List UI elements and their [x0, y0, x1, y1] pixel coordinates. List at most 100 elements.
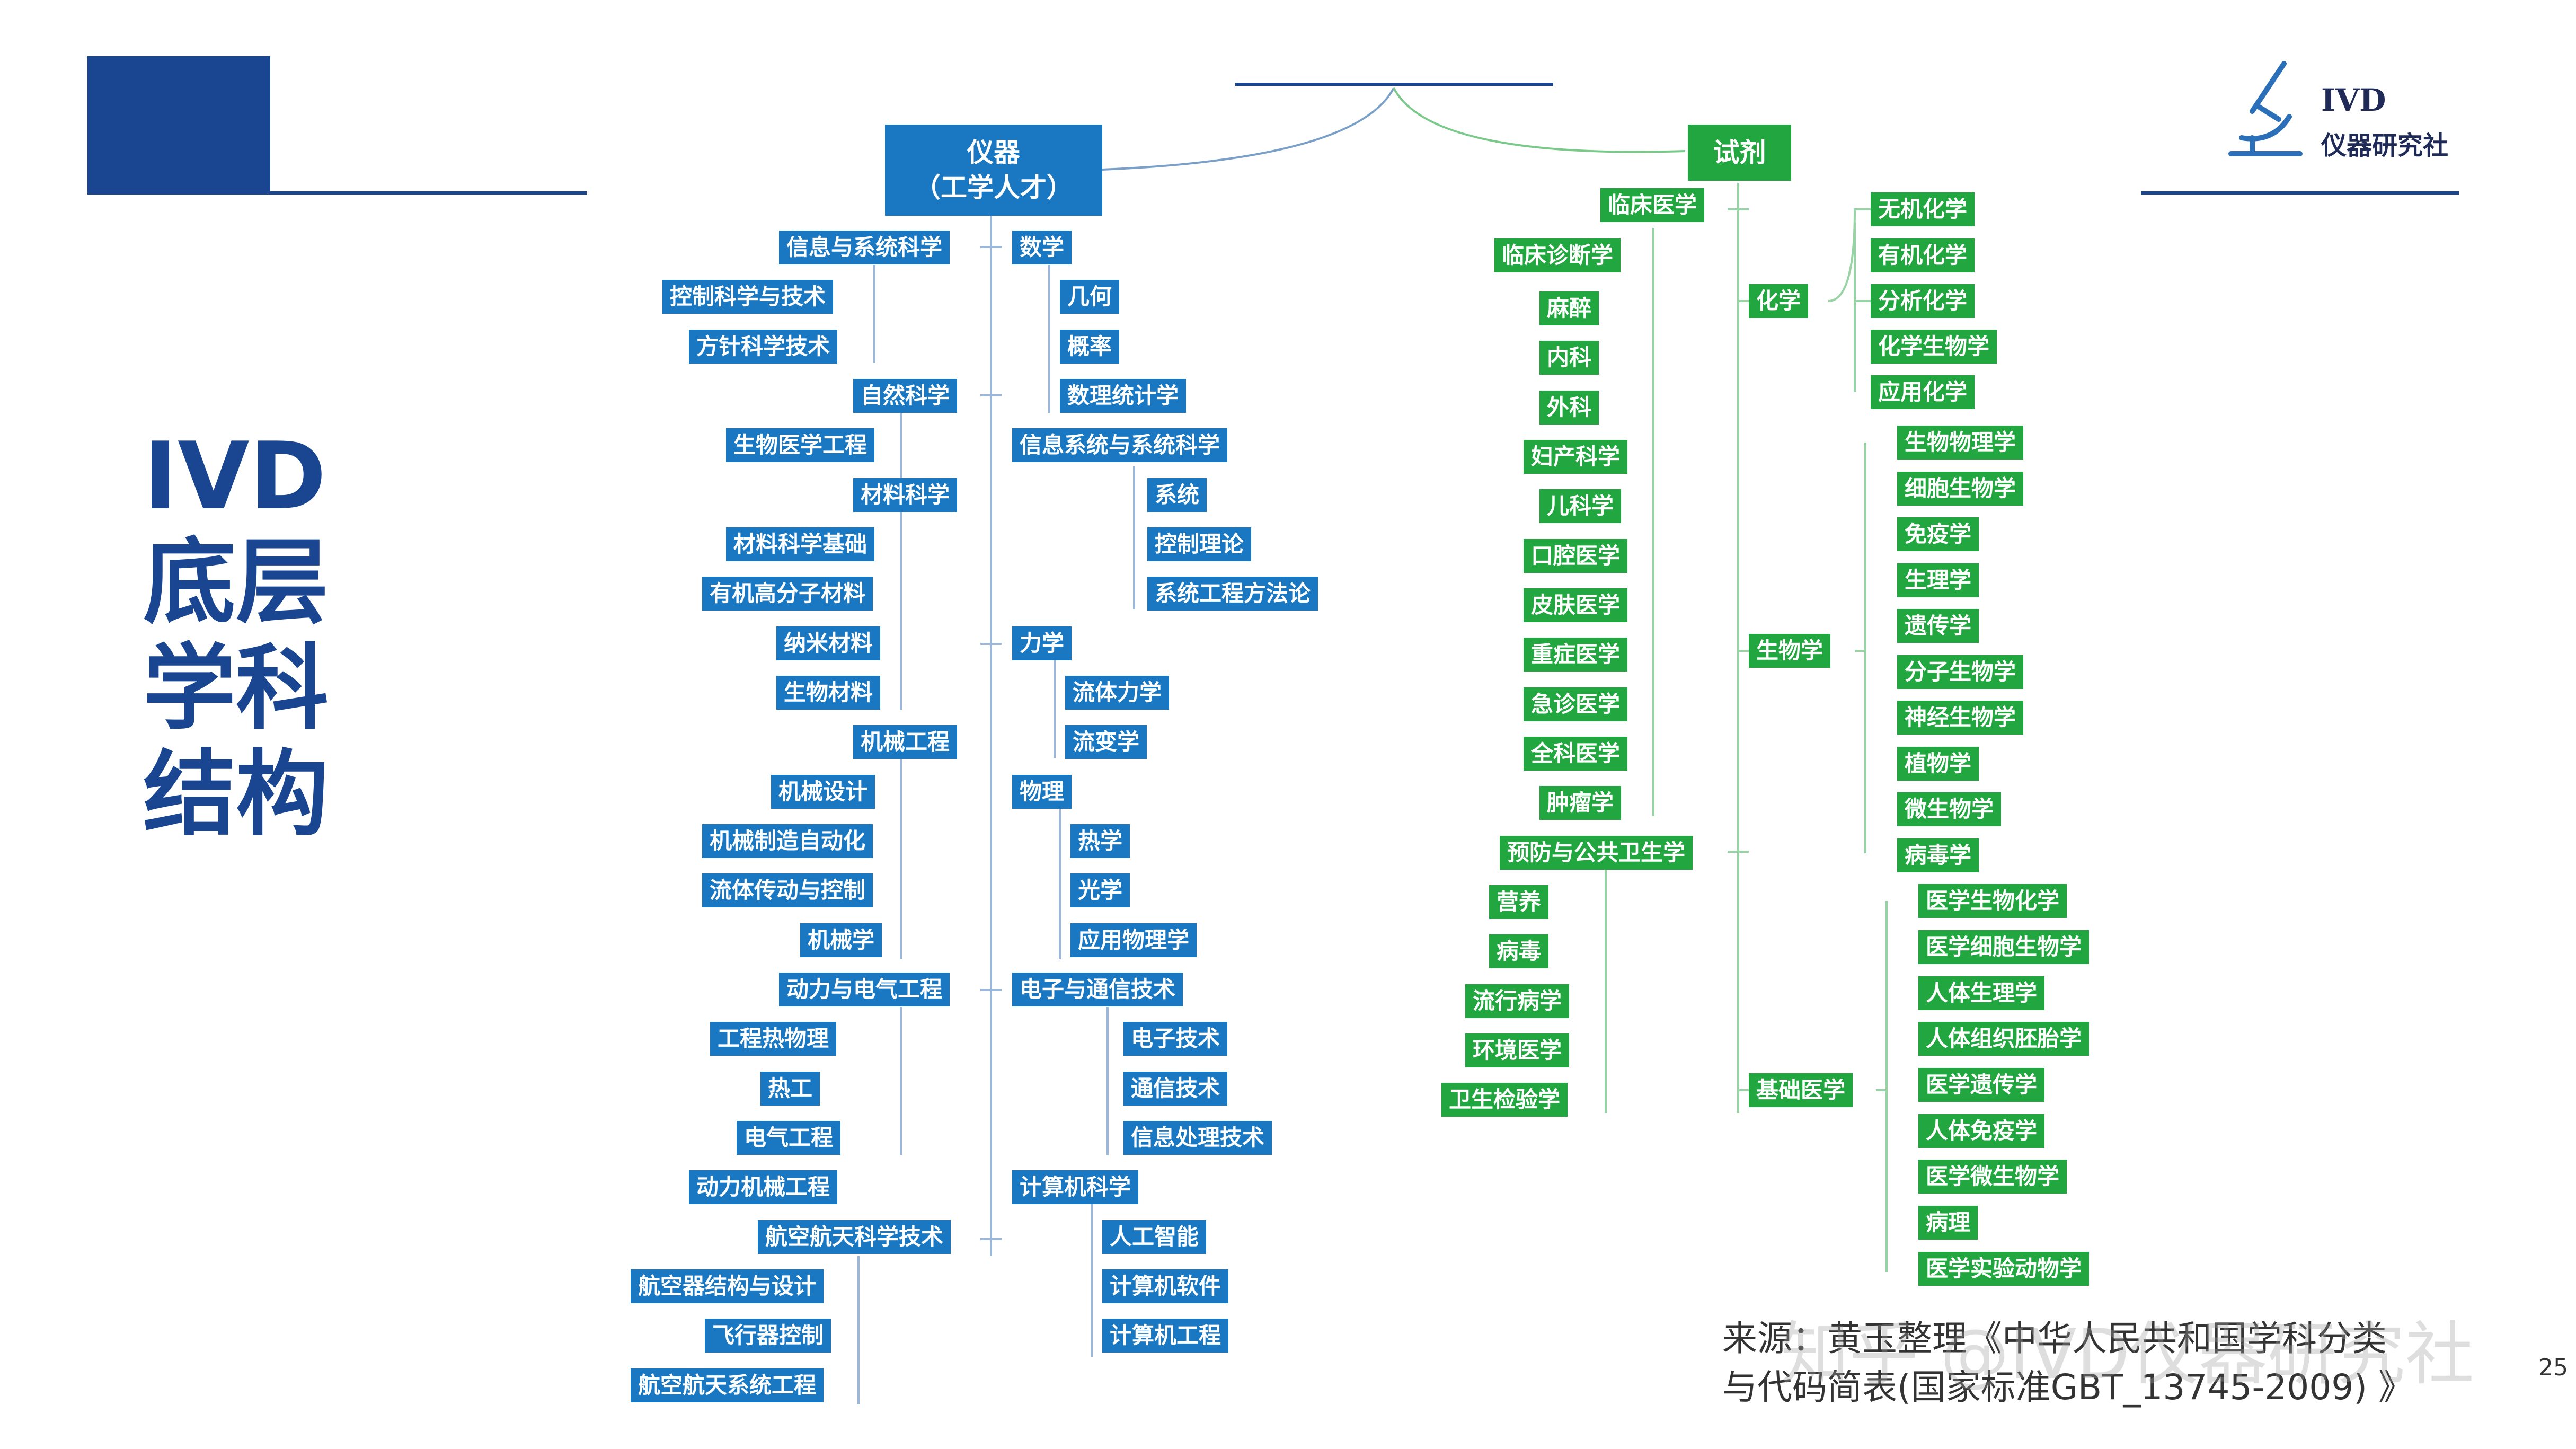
side-title-line: 结构: [143, 741, 329, 849]
tree-node: 人工智能: [1102, 1220, 1207, 1254]
tree-node: 机械设计: [771, 775, 875, 809]
tree-node: 几何: [1060, 280, 1120, 314]
tree-node: 病毒学: [1897, 838, 1979, 872]
tree-node: 方针科学技术: [689, 330, 838, 364]
tree-node: 材料科学: [853, 478, 958, 512]
tree-node: 电子与通信技术: [1012, 973, 1183, 1006]
tree-node: 力学: [1012, 626, 1072, 660]
tree-node: 医学生物化学: [1918, 884, 2067, 918]
tree-node: 计算机软件: [1102, 1269, 1229, 1303]
tree-node: 热学: [1070, 824, 1130, 858]
tree-node: 皮肤医学: [1524, 588, 1628, 622]
tree-node: 动力与电气工程: [779, 973, 950, 1006]
tree-node: 人体免疫学: [1918, 1114, 2045, 1148]
tree-node: 概率: [1060, 330, 1120, 364]
logo-text: 仪器研究社: [2321, 131, 2449, 161]
tree-node: 重症医学: [1524, 638, 1628, 672]
microscope-logo-icon: [2228, 61, 2303, 156]
tree-node: 计算机工程: [1102, 1319, 1229, 1353]
source-note-line: 与代码简表(国家标准GBT_13745-2009) 》: [1722, 1367, 2413, 1408]
tree-node: 流体力学: [1065, 676, 1170, 710]
tree-node: 控制科学与技术: [662, 280, 834, 314]
tree-node: 儿科学: [1539, 489, 1622, 523]
root-node-label: 仪器: [967, 137, 1020, 168]
tree-node: 人体生理学: [1918, 976, 2045, 1010]
tree-node: 工程热物理: [710, 1022, 837, 1056]
divider-line: [1235, 83, 1553, 86]
tree-node: 生物材料: [776, 676, 881, 710]
tree-node: 口腔医学: [1524, 539, 1628, 573]
tree-node: 应用化学: [1871, 375, 1975, 409]
page-number: 25: [2538, 1354, 2568, 1381]
divider-line: [2141, 191, 2459, 195]
tree-node: 医学细胞生物学: [1918, 930, 2090, 964]
tree-node: 细胞生物学: [1897, 472, 2024, 506]
tree-node: 航空器结构与设计: [631, 1269, 824, 1303]
tree-node: 控制理论: [1147, 527, 1252, 561]
tree-node: 临床医学: [1600, 188, 1705, 222]
side-title-line: 底层: [143, 529, 329, 637]
tree-node: 电子技术: [1123, 1022, 1228, 1056]
tree-node: 全科医学: [1524, 737, 1628, 771]
tree-node: 内科: [1539, 341, 1599, 375]
tree-node: 营养: [1489, 885, 1549, 919]
tree-node: 动力机械工程: [689, 1170, 838, 1204]
tree-node: 植物学: [1897, 747, 1979, 781]
tree-node: 有机高分子材料: [702, 577, 873, 611]
tree-node: 光学: [1070, 873, 1130, 907]
tree-node: 机械工程: [853, 725, 958, 759]
tree-node: 环境医学: [1465, 1033, 1570, 1067]
tree-node: 机械制造自动化: [702, 824, 873, 858]
tree-node: 遗传学: [1897, 609, 1979, 643]
tree-node: 化学生物学: [1871, 330, 1997, 364]
source-note-line: 来源：黄玉整理《中华人民共和国学科分类: [1722, 1318, 2387, 1359]
tree-node: 无机化学: [1871, 192, 1975, 226]
tree-node: 分子生物学: [1897, 655, 2024, 689]
logo-text: IVD: [2321, 82, 2386, 118]
tree-node: 流体传动与控制: [702, 873, 873, 907]
tree-node: 信息处理技术: [1123, 1121, 1272, 1155]
tree-node: 人体组织胚胎学: [1918, 1022, 2090, 1056]
tree-node: 应用物理学: [1070, 923, 1197, 957]
tree-node: 病理: [1918, 1206, 1978, 1240]
tree-node: 分析化学: [1871, 284, 1975, 318]
tree-node: 信息与系统科学: [779, 231, 950, 264]
tree-node: 麻醉: [1539, 291, 1599, 325]
tree-node: 医学实验动物学: [1918, 1252, 2090, 1286]
tree-node: 航空航天科学技术: [758, 1220, 951, 1254]
tree-node: 流行病学: [1465, 984, 1570, 1018]
tree-node: 生物物理学: [1897, 426, 2024, 460]
tree-node: 妇产科学: [1524, 440, 1628, 474]
side-title-line: IVD: [143, 423, 326, 531]
tree-node: 医学微生物学: [1918, 1160, 2067, 1194]
tree-node: 物理: [1012, 775, 1072, 809]
side-title: IVD 底层 学科 结构: [143, 424, 366, 848]
tree-node: 自然科学: [853, 379, 958, 413]
tree-node: 计算机科学: [1012, 1170, 1139, 1204]
tree-node: 免疫学: [1897, 517, 1979, 551]
tree-node: 临床诊断学: [1494, 238, 1621, 272]
tree-node: 系统工程方法论: [1147, 577, 1318, 611]
tree-node: 病毒: [1489, 934, 1549, 968]
tree-node: 热工: [760, 1072, 820, 1106]
tree-node: 机械学: [800, 923, 882, 957]
accent-square: [87, 56, 270, 193]
tree-node: 飞行器控制: [705, 1319, 831, 1353]
tree-node: 预防与公共卫生学: [1500, 836, 1693, 870]
tree-node: 外科: [1539, 391, 1599, 425]
tree-node: 生物学: [1749, 634, 1831, 668]
tree-node: 数学: [1012, 231, 1072, 264]
tree-node: 流变学: [1065, 725, 1147, 759]
tree-node: 通信技术: [1123, 1072, 1228, 1106]
tree-node: 纳米材料: [776, 626, 881, 660]
watermark: 知乎 @IVD仪器研究社: [1781, 1314, 2474, 1394]
tree-node: 生理学: [1897, 563, 1979, 597]
divider-line: [87, 191, 587, 195]
tree-node: 化学: [1749, 284, 1809, 318]
tree-node: 有机化学: [1871, 238, 1975, 272]
tree-node: 微生物学: [1897, 792, 2002, 826]
tree-node: 信息系统与系统科学: [1012, 428, 1228, 462]
tree-node: 基础医学: [1749, 1073, 1853, 1107]
tree-node: 航空航天系统工程: [631, 1368, 824, 1402]
